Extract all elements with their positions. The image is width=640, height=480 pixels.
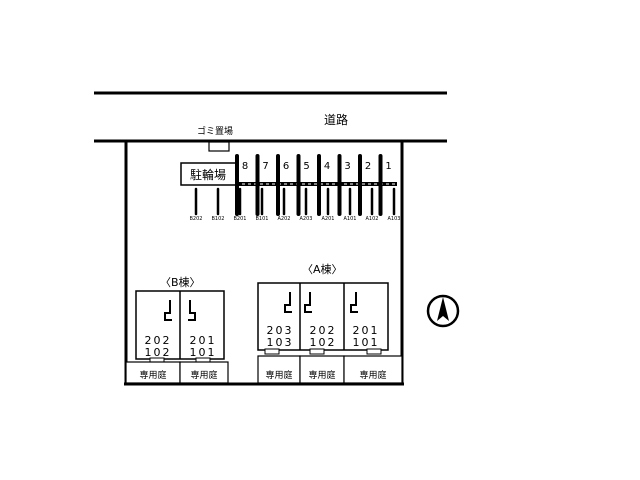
parking-slot-number: 2: [365, 161, 371, 172]
unit-a-201-101: 201 101 専用庭: [343, 292, 403, 384]
parking-slot: 7: [255, 154, 269, 216]
parking-unit-label: A103: [388, 216, 401, 222]
garbage-label: ゴミ置場: [197, 125, 233, 137]
unit-upper-number: 203: [267, 324, 294, 337]
unit-b-left: 202 102 専用庭: [125, 300, 181, 384]
parking-slot-number: 3: [344, 161, 350, 172]
parking-unit-label: A202: [278, 216, 291, 222]
north-arrow-icon: [426, 294, 460, 328]
stair-symbol: [284, 292, 292, 313]
private-garden: [343, 355, 403, 384]
parking-slot: 5: [296, 154, 310, 216]
unit-lower-number: 102: [310, 336, 337, 349]
parking-slot: 8: [235, 154, 248, 216]
unit-upper-number: 201: [353, 324, 380, 337]
building-a: 〈A棟〉 203 103 専用庭 202 102 専用庭 201 101 専用庭: [257, 262, 403, 384]
unit-b-right: 201 101 専用庭: [179, 300, 229, 384]
private-garden-label: 専用庭: [308, 369, 335, 381]
garbage-area: ゴミ置場: [197, 125, 233, 152]
road-label: 道路: [324, 112, 348, 127]
parking-slot-number: 4: [324, 161, 330, 172]
private-garden: [299, 355, 345, 384]
private-garden: [179, 361, 229, 384]
parking-unit-label: B102: [212, 216, 225, 222]
parking-unit-label: A101: [344, 216, 357, 222]
bicycle-parking: 駐輪場: [180, 162, 237, 186]
parking-unit-label: B202: [190, 216, 203, 222]
building-b-title: 〈B棟〉: [160, 275, 201, 289]
stair-symbol: [164, 300, 172, 321]
entrance-marker: [264, 348, 280, 355]
parking-slot-number: 8: [242, 161, 248, 172]
road: 道路: [94, 91, 447, 143]
private-garden-label: 専用庭: [359, 369, 386, 381]
parking-slot-number: 5: [303, 161, 309, 172]
private-garden-label: 専用庭: [190, 369, 217, 381]
parking-slot-number: 1: [385, 161, 391, 172]
building-a-title: 〈A棟〉: [302, 262, 343, 276]
unit-lower-number: 101: [353, 336, 380, 349]
stair-symbol: [304, 292, 312, 313]
parking-slot: 1: [378, 154, 392, 216]
parking-slot: 2: [358, 154, 371, 216]
bicycle-parking-label: 駐輪場: [190, 167, 226, 182]
unit-upper-number: 202: [310, 324, 337, 337]
parking-unit-label: A102: [366, 216, 379, 222]
parking-slot-number: 6: [283, 161, 289, 172]
parking-unit-label: A203: [300, 216, 313, 222]
site-boundary: [124, 141, 404, 386]
entrance-marker: [195, 357, 211, 363]
unit-lower-number: 101: [190, 346, 217, 359]
unit-a-203-103: 203 103 専用庭: [257, 292, 301, 384]
unit-lower-number: 103: [267, 336, 294, 349]
parking-unit-label: B101: [256, 216, 269, 222]
parking-slot-number: 7: [262, 161, 268, 172]
parking-slot: 4: [317, 154, 330, 216]
parking-unit-label: B201: [234, 216, 247, 222]
stair-symbol: [188, 300, 196, 321]
private-garden: [257, 355, 301, 384]
stair-symbol: [350, 292, 358, 313]
private-garden-label: 専用庭: [139, 369, 166, 381]
north-arrow-needle: [437, 297, 449, 321]
parking-unit-label: A201: [322, 216, 335, 222]
entrance-marker: [309, 348, 325, 355]
parking-slot: 3: [337, 154, 351, 216]
garbage-box: [208, 141, 230, 152]
entrance-marker: [366, 348, 382, 355]
unit-lower-number: 102: [145, 346, 172, 359]
private-garden-label: 専用庭: [265, 369, 292, 381]
unit-upper-number: 202: [145, 334, 172, 347]
unit-a-202-102: 202 102 専用庭: [299, 292, 345, 384]
parking-slot: 6: [276, 154, 289, 216]
unit-upper-number: 201: [190, 334, 217, 347]
entrance-marker: [149, 357, 165, 363]
building-b: 〈B棟〉 202 102 専用庭 201 101 専用庭: [125, 275, 229, 384]
